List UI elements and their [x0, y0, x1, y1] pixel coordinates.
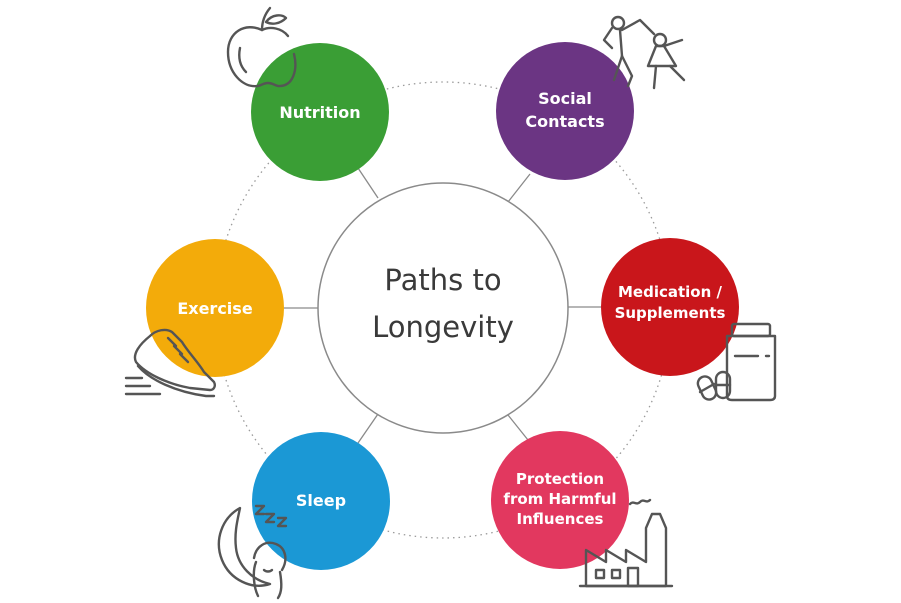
node-social-contacts: Social Contacts: [496, 42, 634, 180]
node-protection-label-line1: Protection: [516, 470, 604, 488]
center-circle: [317, 182, 569, 434]
center-title-line1: Paths to: [384, 263, 501, 297]
sneaker-icon: [124, 328, 216, 398]
node-nutrition-label: Nutrition: [279, 103, 360, 122]
node-social-label-line1: Social: [538, 89, 592, 108]
node-exercise: Exercise: [146, 239, 284, 377]
factory-icon: [578, 498, 674, 588]
node-protection-label-line2: from Harmful: [503, 490, 616, 508]
node-medication-label-line1: Medication /: [618, 283, 723, 301]
people-icon: [602, 15, 686, 90]
moon-icon: [217, 504, 288, 600]
node-sleep: Sleep: [252, 432, 390, 570]
node-protection-label-line3: Influences: [517, 510, 604, 528]
node-medication-label-line2: Supplements: [615, 304, 726, 322]
apple-icon: [226, 6, 297, 88]
connectors: [284, 167, 601, 444]
node-social-label-line2: Contacts: [525, 112, 604, 131]
node-medication: Medication / Supplements: [601, 238, 739, 376]
node-sleep-label: Sleep: [296, 491, 346, 510]
node-exercise-label: Exercise: [177, 299, 252, 318]
node-nutrition: Nutrition: [251, 43, 389, 181]
node-protection: Protection from Harmful Influences: [491, 431, 629, 569]
center-title-line2: Longevity: [372, 310, 514, 344]
pill-bottle-icon: [696, 322, 777, 402]
